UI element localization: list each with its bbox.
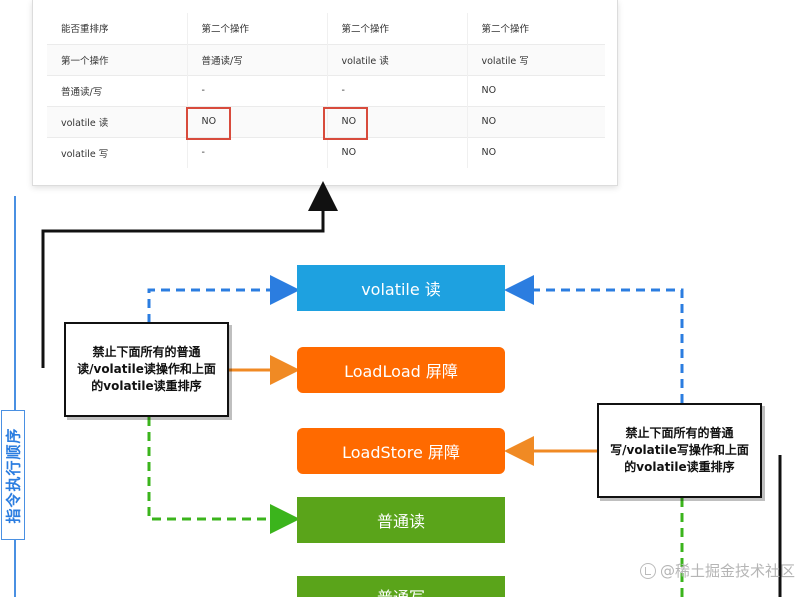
loadload-barrier-box: LoadLoad 屏障: [297, 347, 505, 393]
table-header-cell: 第二个操作: [481, 24, 530, 36]
table-cell: NO: [327, 105, 468, 137]
table-cell: NO: [467, 136, 605, 168]
right-note-line: 禁止下面所有的普通: [625, 426, 734, 440]
table-cell: -: [187, 74, 328, 106]
normal-write-box: 普通写: [297, 576, 505, 597]
arrow-left-to-volatile-read: [147, 275, 300, 323]
left-note-line: 禁止下面所有的普通: [92, 345, 201, 359]
right-note: 禁止下面所有的普通 写/volatile写操作和上面 的volatile读重排序: [597, 403, 762, 498]
table-row: 普通读/写 - - NO: [47, 74, 605, 106]
execution-order-bar: [14, 196, 16, 597]
juejin-logo-icon: [639, 562, 656, 579]
watermark: @稀土掘金技术社区: [639, 560, 795, 581]
table-row: 第一个操作 普通读/写 volatile 读 volatile 写: [47, 43, 605, 75]
table-cell: 普通读/写: [187, 43, 328, 75]
normal-write-label: 普通写: [377, 584, 425, 597]
left-note-line: 的volatile读重排序: [91, 379, 202, 393]
reorder-table-card: 能否重排序 第二个操作 第二个操作 第二个操作 第一个操作 普通读/写 vola…: [32, 0, 618, 186]
loadload-barrier-label: LoadLoad 屏障: [344, 362, 458, 381]
table-cell: NO: [467, 105, 605, 137]
table-cell: 第一个操作: [47, 43, 188, 75]
table-cell: volatile 读: [327, 43, 468, 75]
watermark-text: @稀土掘金技术社区: [659, 562, 795, 580]
table-cell: NO: [327, 136, 468, 168]
execution-order-text: 指令执行顺序: [4, 426, 23, 524]
volatile-read-box: volatile 读: [297, 265, 505, 311]
left-note: 禁止下面所有的普通 读/volatile读操作和上面 的volatile读重排序: [64, 322, 229, 417]
table-header-cell: 第二个操作: [327, 13, 468, 44]
table-cell: -: [187, 136, 328, 168]
table-cell: NO: [187, 105, 328, 137]
arrow-right-to-volatile-read: [504, 275, 684, 403]
right-note-line: 写/volatile写操作和上面: [610, 443, 749, 457]
reorder-table: 能否重排序 第二个操作 第二个操作 第二个操作 第一个操作 普通读/写 vola…: [47, 13, 605, 168]
table-header-cell: 能否重排序: [47, 13, 188, 44]
loadstore-barrier-label: LoadStore 屏障: [342, 443, 460, 462]
table-cell: volatile 读: [47, 105, 188, 137]
normal-read-box: 普通读: [297, 497, 505, 543]
table-cell: volatile 写: [47, 136, 188, 168]
table-cell: 普通读/写: [47, 74, 188, 106]
table-cell: volatile 写: [467, 43, 605, 75]
table-row: volatile 写 - NO NO: [47, 136, 605, 168]
table-header-row: 能否重排序 第二个操作 第二个操作 第二个操作: [47, 13, 605, 44]
arrow-left-to-normal-read: [147, 417, 300, 534]
normal-read-label: 普通读: [376, 512, 425, 531]
left-note-line: 读/volatile读操作和上面: [77, 362, 216, 376]
volatile-read-label: volatile 读: [361, 280, 441, 299]
loadstore-barrier-box: LoadStore 屏障: [297, 428, 505, 474]
right-note-line: 的volatile读重排序: [624, 460, 735, 474]
table-header-cell: 第二个操作: [187, 13, 328, 44]
table-cell: -: [327, 74, 468, 106]
execution-order-label: 指令执行顺序: [1, 410, 25, 540]
table-cell: NO: [467, 74, 605, 106]
table-row: volatile 读 NO NO NO: [47, 105, 605, 137]
